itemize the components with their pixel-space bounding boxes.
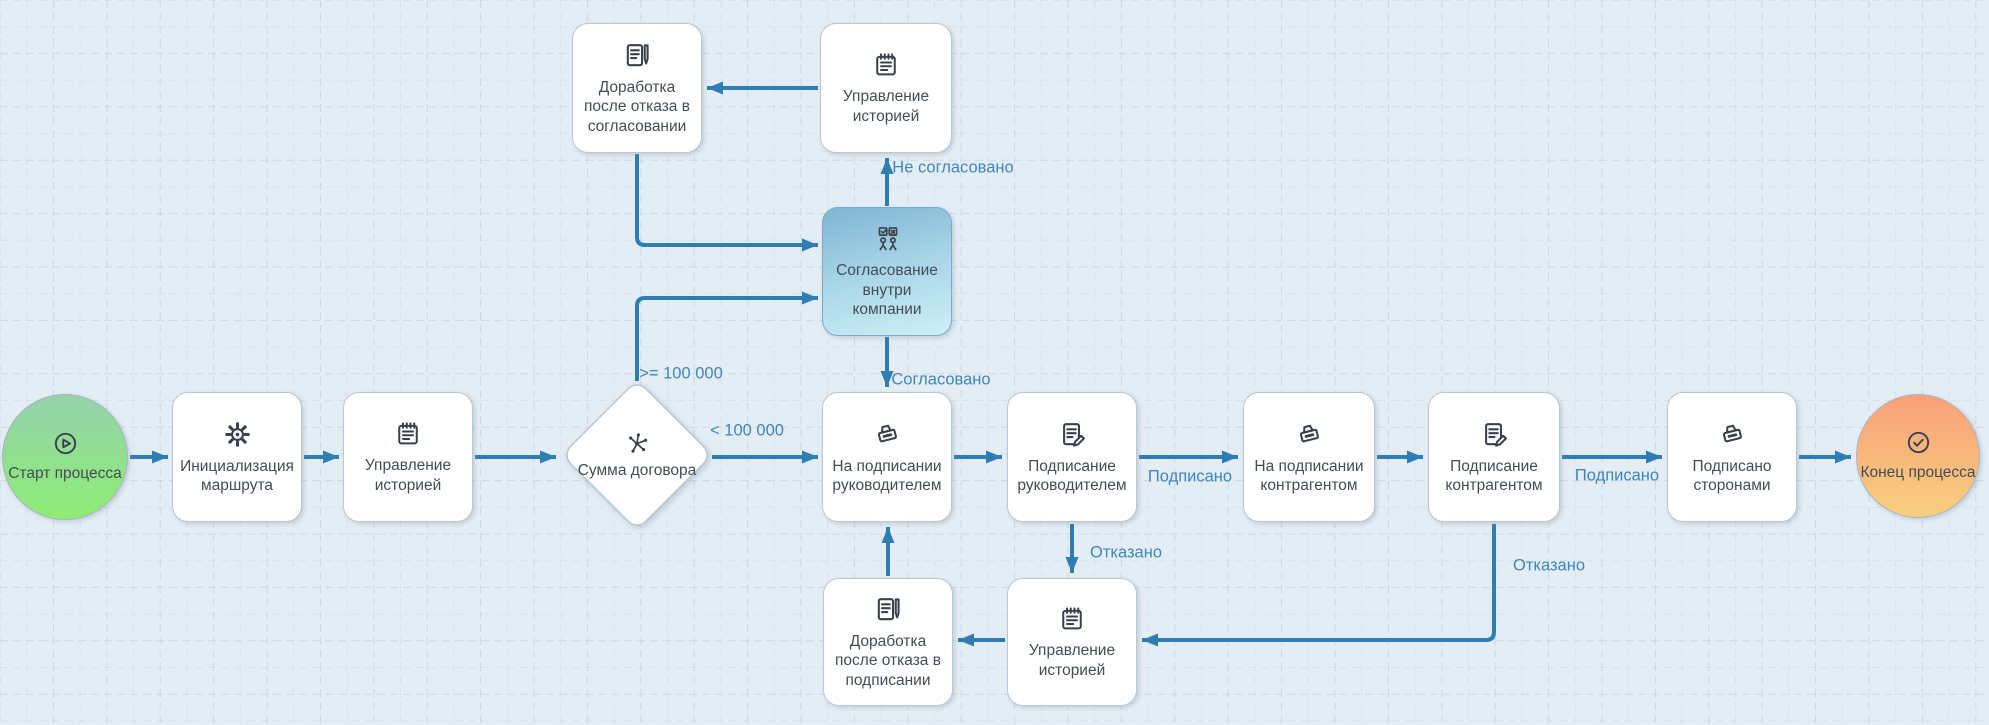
node-init-route[interactable]: Инициализация маршрута — [172, 392, 302, 522]
node-start[interactable]: Старт процесса — [2, 394, 128, 520]
doc-pen-icon — [873, 594, 904, 625]
edge-rework-approval-to-approval — [635, 154, 818, 252]
node-label: Согласование внутри компании — [836, 262, 938, 319]
clipboard-pen-icon — [1057, 419, 1088, 450]
node-label: Управление историей — [842, 88, 930, 125]
play-icon — [52, 430, 79, 457]
node-sign-manager[interactable]: Подписание руководителем — [1007, 392, 1137, 522]
notepad-icon — [393, 419, 423, 449]
node-sign-counterparty[interactable]: Подписание контрагентом — [1428, 392, 1560, 522]
node-rework-signing[interactable]: Доработка после отказа в подписании — [823, 578, 953, 706]
node-on-sign-counterparty[interactable]: На подписании контрагентом — [1243, 392, 1375, 522]
stamp-icon — [872, 419, 903, 450]
node-label: Управление историей — [1028, 642, 1116, 679]
edge-gateway-to-approval — [635, 291, 818, 381]
node-history-bottom[interactable]: Управление историей — [1007, 578, 1137, 706]
doc-pen-icon — [622, 40, 653, 71]
edge-label-agreed: Согласовано — [891, 370, 991, 389]
node-label: Доработка после отказа в подписании — [835, 632, 941, 689]
node-label: Подписано сторонами — [1692, 457, 1772, 494]
approval-people-icon — [872, 223, 903, 254]
node-label: На подписании руководителем — [832, 457, 942, 494]
node-label: На подписании контрагентом — [1254, 457, 1364, 494]
node-label: Инициализация маршрута — [180, 457, 294, 494]
edge-label-lt-100000: < 100 000 — [710, 421, 784, 440]
notepad-icon — [1057, 604, 1087, 634]
node-label: Подписание контрагентом — [1445, 457, 1543, 494]
node-end[interactable]: Конец процесса — [1856, 394, 1980, 518]
diamond-shape — [566, 384, 708, 526]
node-history-main[interactable]: Управление историей — [343, 392, 473, 522]
node-approval-internal[interactable]: Согласование внутри компании — [822, 207, 952, 336]
clipboard-pen-icon — [1479, 419, 1510, 450]
node-label: Управление историей — [364, 457, 452, 494]
node-rework-approval[interactable]: Доработка после отказа в согласовании — [572, 23, 702, 153]
stamp-icon — [1294, 419, 1325, 450]
node-signed-parties[interactable]: Подписано сторонами — [1667, 392, 1797, 522]
gear-icon — [222, 419, 253, 450]
node-label: Подписание руководителем — [1017, 457, 1127, 494]
edge-label-rejected-counterparty: Отказано — [1513, 556, 1585, 575]
stamp-icon — [1717, 419, 1748, 450]
node-label: Сумма договора — [577, 462, 697, 480]
node-label: Конец процесса — [1860, 464, 1976, 482]
node-on-sign-manager[interactable]: На подписании руководителем — [822, 392, 952, 522]
check-circle-icon — [1905, 429, 1932, 456]
edge-label-signed-manager: Подписано — [1147, 467, 1233, 486]
edge-label-rejected-manager: Отказано — [1090, 543, 1162, 562]
branch-icon — [624, 429, 651, 456]
node-label: Старт процесса — [8, 465, 122, 483]
node-gateway-contract-amount[interactable]: Сумма договора — [562, 380, 712, 530]
edge-label-not-agreed: Не согласовано — [892, 158, 1014, 177]
node-history-top[interactable]: Управление историей — [820, 23, 952, 153]
node-label: Доработка после отказа в согласовании — [584, 78, 690, 135]
edge-label-gte-100000: >= 100 000 — [639, 364, 723, 383]
edge-sign-counterparty-to-history-bottom — [1142, 524, 1496, 647]
edge-label-signed-counterparty: Подписано — [1574, 466, 1660, 485]
notepad-icon — [871, 50, 901, 80]
